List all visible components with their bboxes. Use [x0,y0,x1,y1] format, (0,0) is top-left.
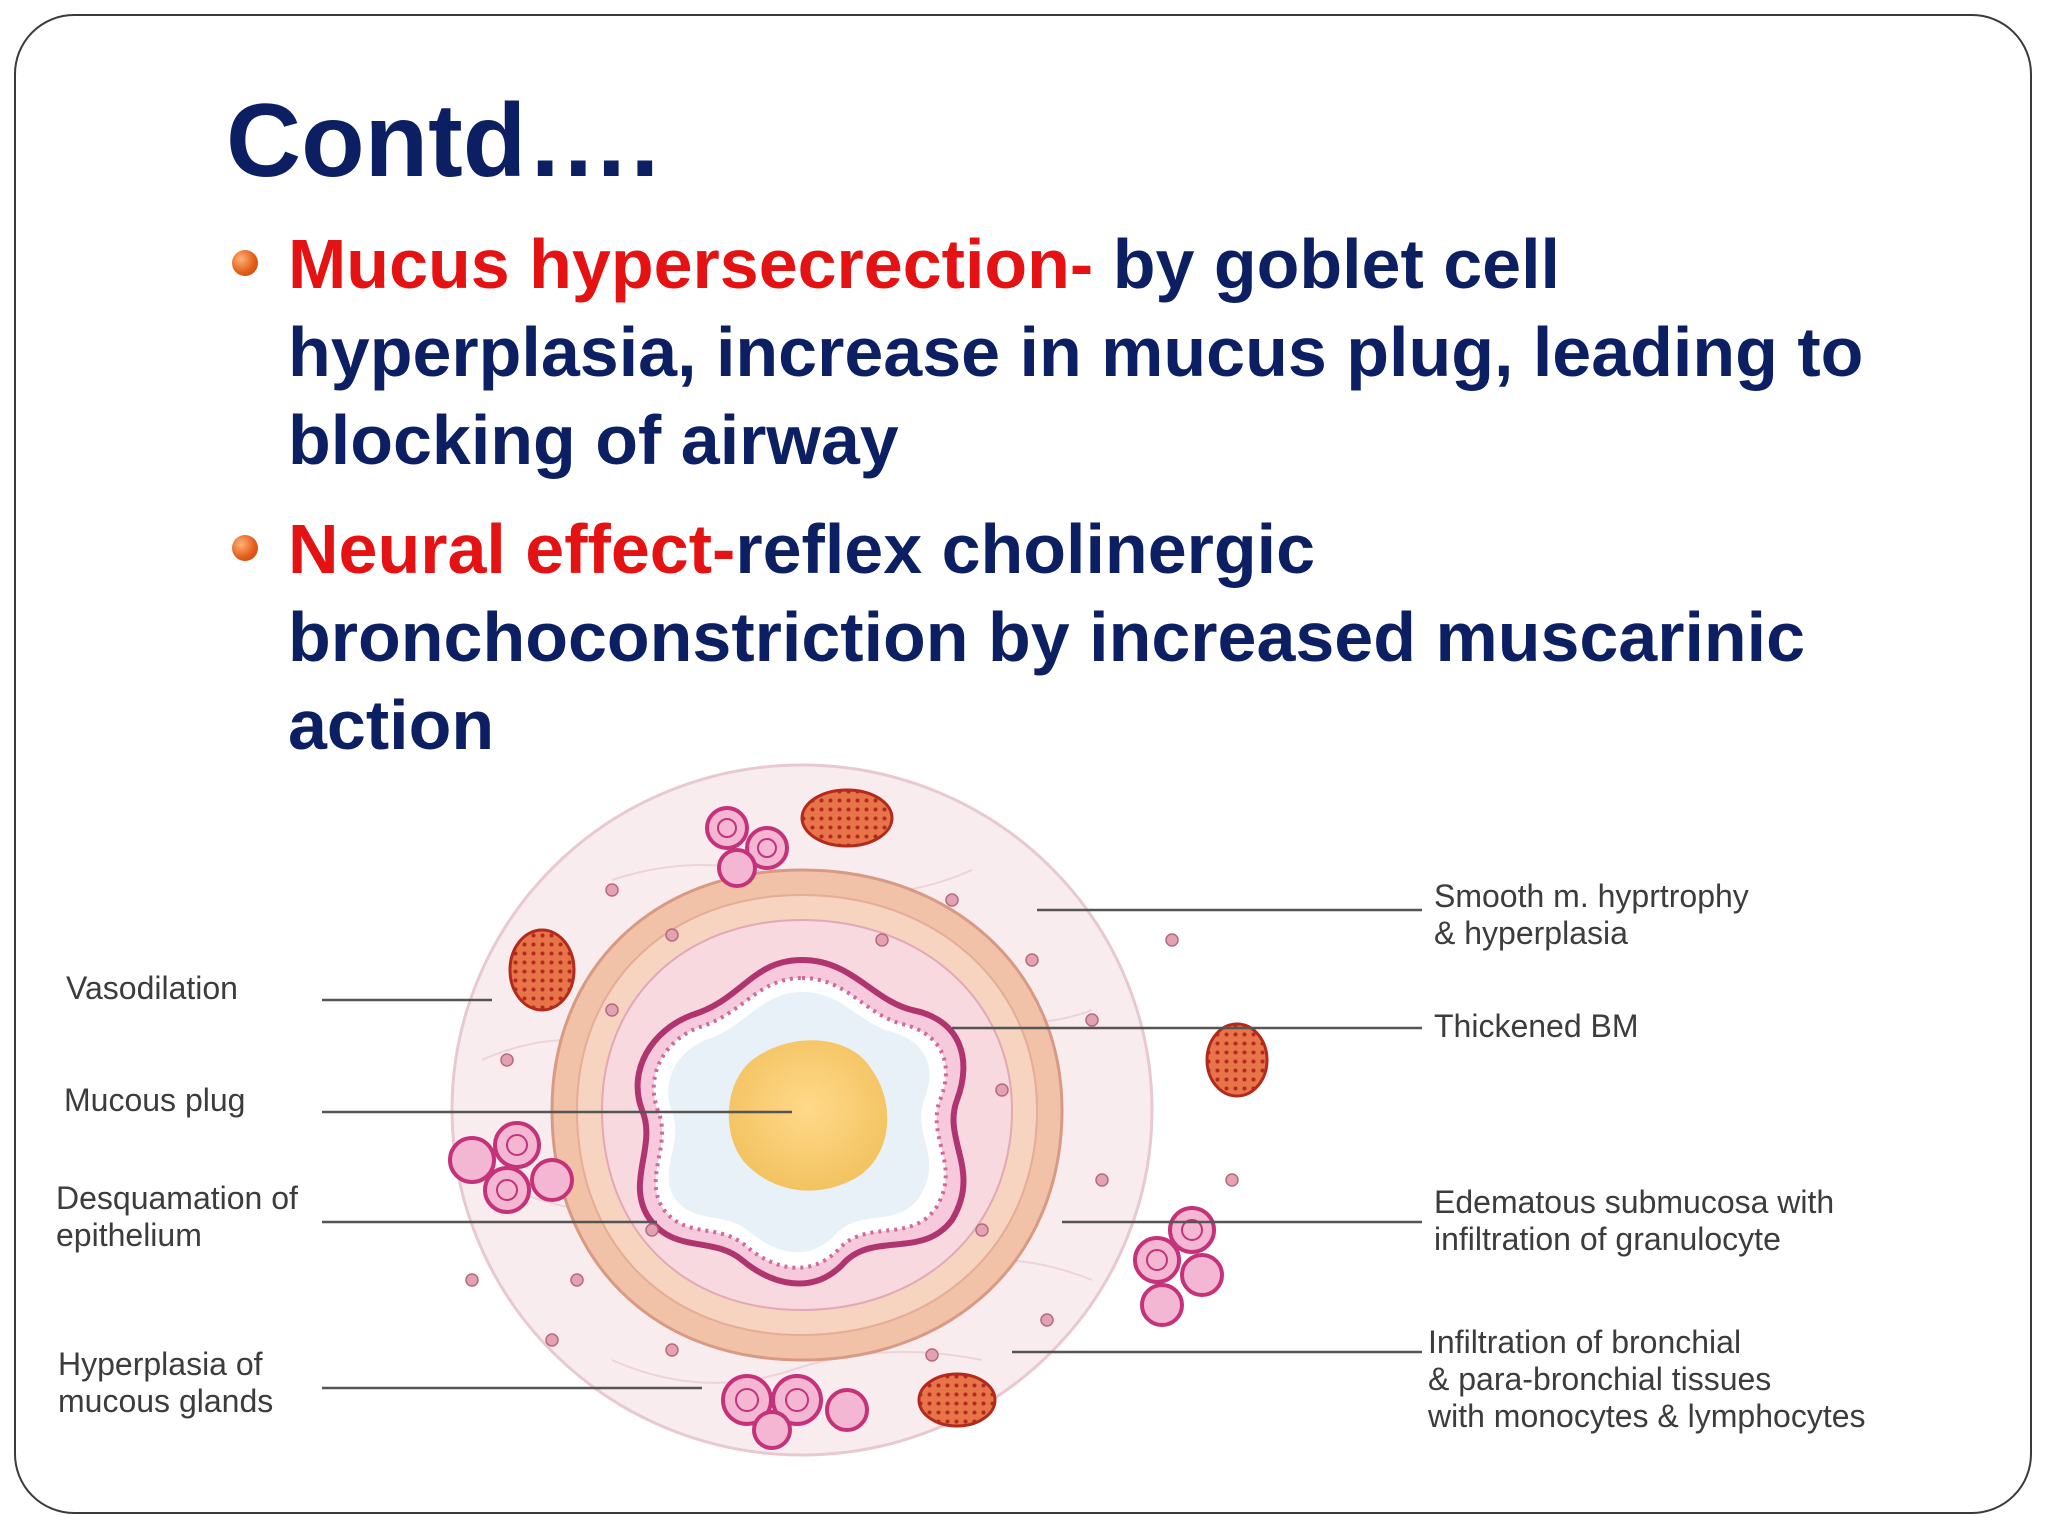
infiltrating-cells [465,883,1239,1362]
slide-title: Contd…. [226,83,660,199]
bullet-marker-icon [232,250,258,276]
bullet-highlight: Neural effect- [288,510,736,588]
bullet-highlight: Mucus hypersecrection- [288,225,1094,303]
bullet-marker-icon [232,535,258,561]
label-desquamation: Desquamation of epithelium [56,1180,298,1253]
bullet-text: by goblet cell hyperplasia, increase in … [288,225,1864,479]
mucous-plug-shape [728,1040,888,1191]
blood-vessel [917,1372,997,1428]
airway-diagram: Vasodilation Mucous plug Desquamation of… [52,760,2002,1460]
leader-lines [322,908,1422,1390]
label-vasodilation: Vasodilation [66,970,238,1006]
mucous-glands [448,806,1224,1450]
blood-vessel [508,928,576,1012]
label-hyperplasia-glands: Hyperplasia of mucous glands [58,1346,274,1419]
bullet-text: reflex cholinergic bronchoconstriction b… [288,510,1806,764]
label-mucous-plug: Mucous plug [64,1082,246,1118]
label-thickened-bm: Thickened BM [1434,1008,1639,1044]
blood-vessel [800,788,894,848]
airway-cross-section [322,763,1422,1457]
bullet-item: Neural effect-reflex cholinergic broncho… [232,505,1928,769]
bullet-item: Mucus hypersecrection- by goblet cell hy… [232,220,1928,484]
label-edematous: Edematous submucosa with infiltration of… [1434,1184,1835,1257]
blood-vessel [1205,1022,1269,1098]
label-smooth-muscle: Smooth m. hyprtrophy & hyperplasia [1434,878,1749,951]
label-infiltration: Infiltration of bronchial & para-bronchi… [1428,1324,1866,1434]
